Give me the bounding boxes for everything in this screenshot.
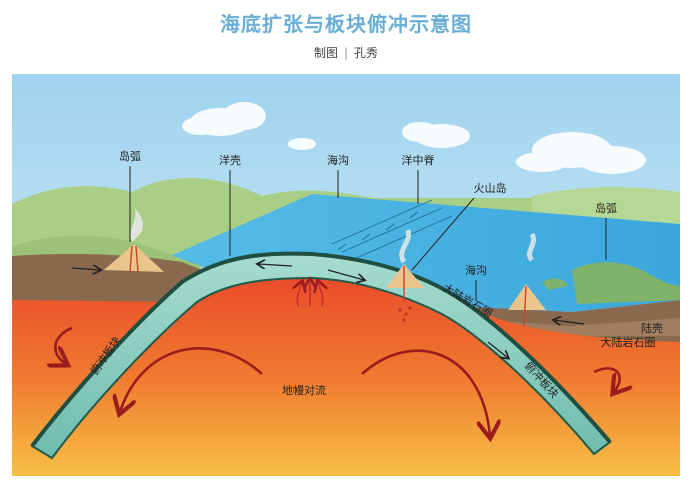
label-mid-ocean-ridge: 洋中脊	[402, 153, 435, 167]
credit-separator: |	[343, 46, 349, 60]
convection-arrows	[55, 326, 619, 436]
island-arc-right-land	[572, 262, 680, 304]
continental-crust-left	[12, 254, 212, 306]
page-title: 海底扩张与板块俯冲示意图	[220, 12, 472, 36]
label-oceanic-crust: 洋壳	[219, 153, 241, 167]
label-island-arc-right: 岛弧	[595, 201, 617, 215]
ridge-fractures	[331, 199, 453, 261]
plate-motion-arrows	[71, 264, 585, 358]
credit-author: 孔秀	[354, 46, 379, 60]
clouds	[182, 102, 646, 174]
volcano-mid	[386, 229, 424, 322]
diagram-illustration: 岛弧 洋壳 海沟 洋中脊 火山岛 岛弧 海沟 大陆岩石圈 陆壳 大陆岩石圈 俯冲…	[12, 74, 680, 476]
diagram-svg: 岛弧 洋壳 海沟 洋中脊 火山岛 岛弧 海沟 大陆岩石圈 陆壳 大陆岩石圈 俯冲…	[12, 74, 680, 476]
plate-top-edge	[30, 251, 612, 448]
volcano-right	[508, 232, 546, 327]
credit-label: 制图	[313, 46, 338, 60]
label-continental-lithosphere-right: 大陆岩石圈	[601, 335, 656, 349]
label-mantle-convection: 地幔对流	[282, 383, 326, 397]
label-continental-crust: 陆壳	[641, 321, 663, 335]
label-trench-top: 海沟	[327, 153, 349, 167]
volcano-left	[104, 208, 164, 273]
label-volcanic-island: 火山岛	[474, 181, 507, 195]
credit-line: 制图 | 孔秀	[0, 44, 692, 61]
label-trench-right: 海沟	[465, 263, 487, 277]
label-island-arc-left: 岛弧	[119, 149, 141, 163]
leader-lines	[129, 166, 607, 300]
magma-upwelling	[297, 280, 322, 307]
